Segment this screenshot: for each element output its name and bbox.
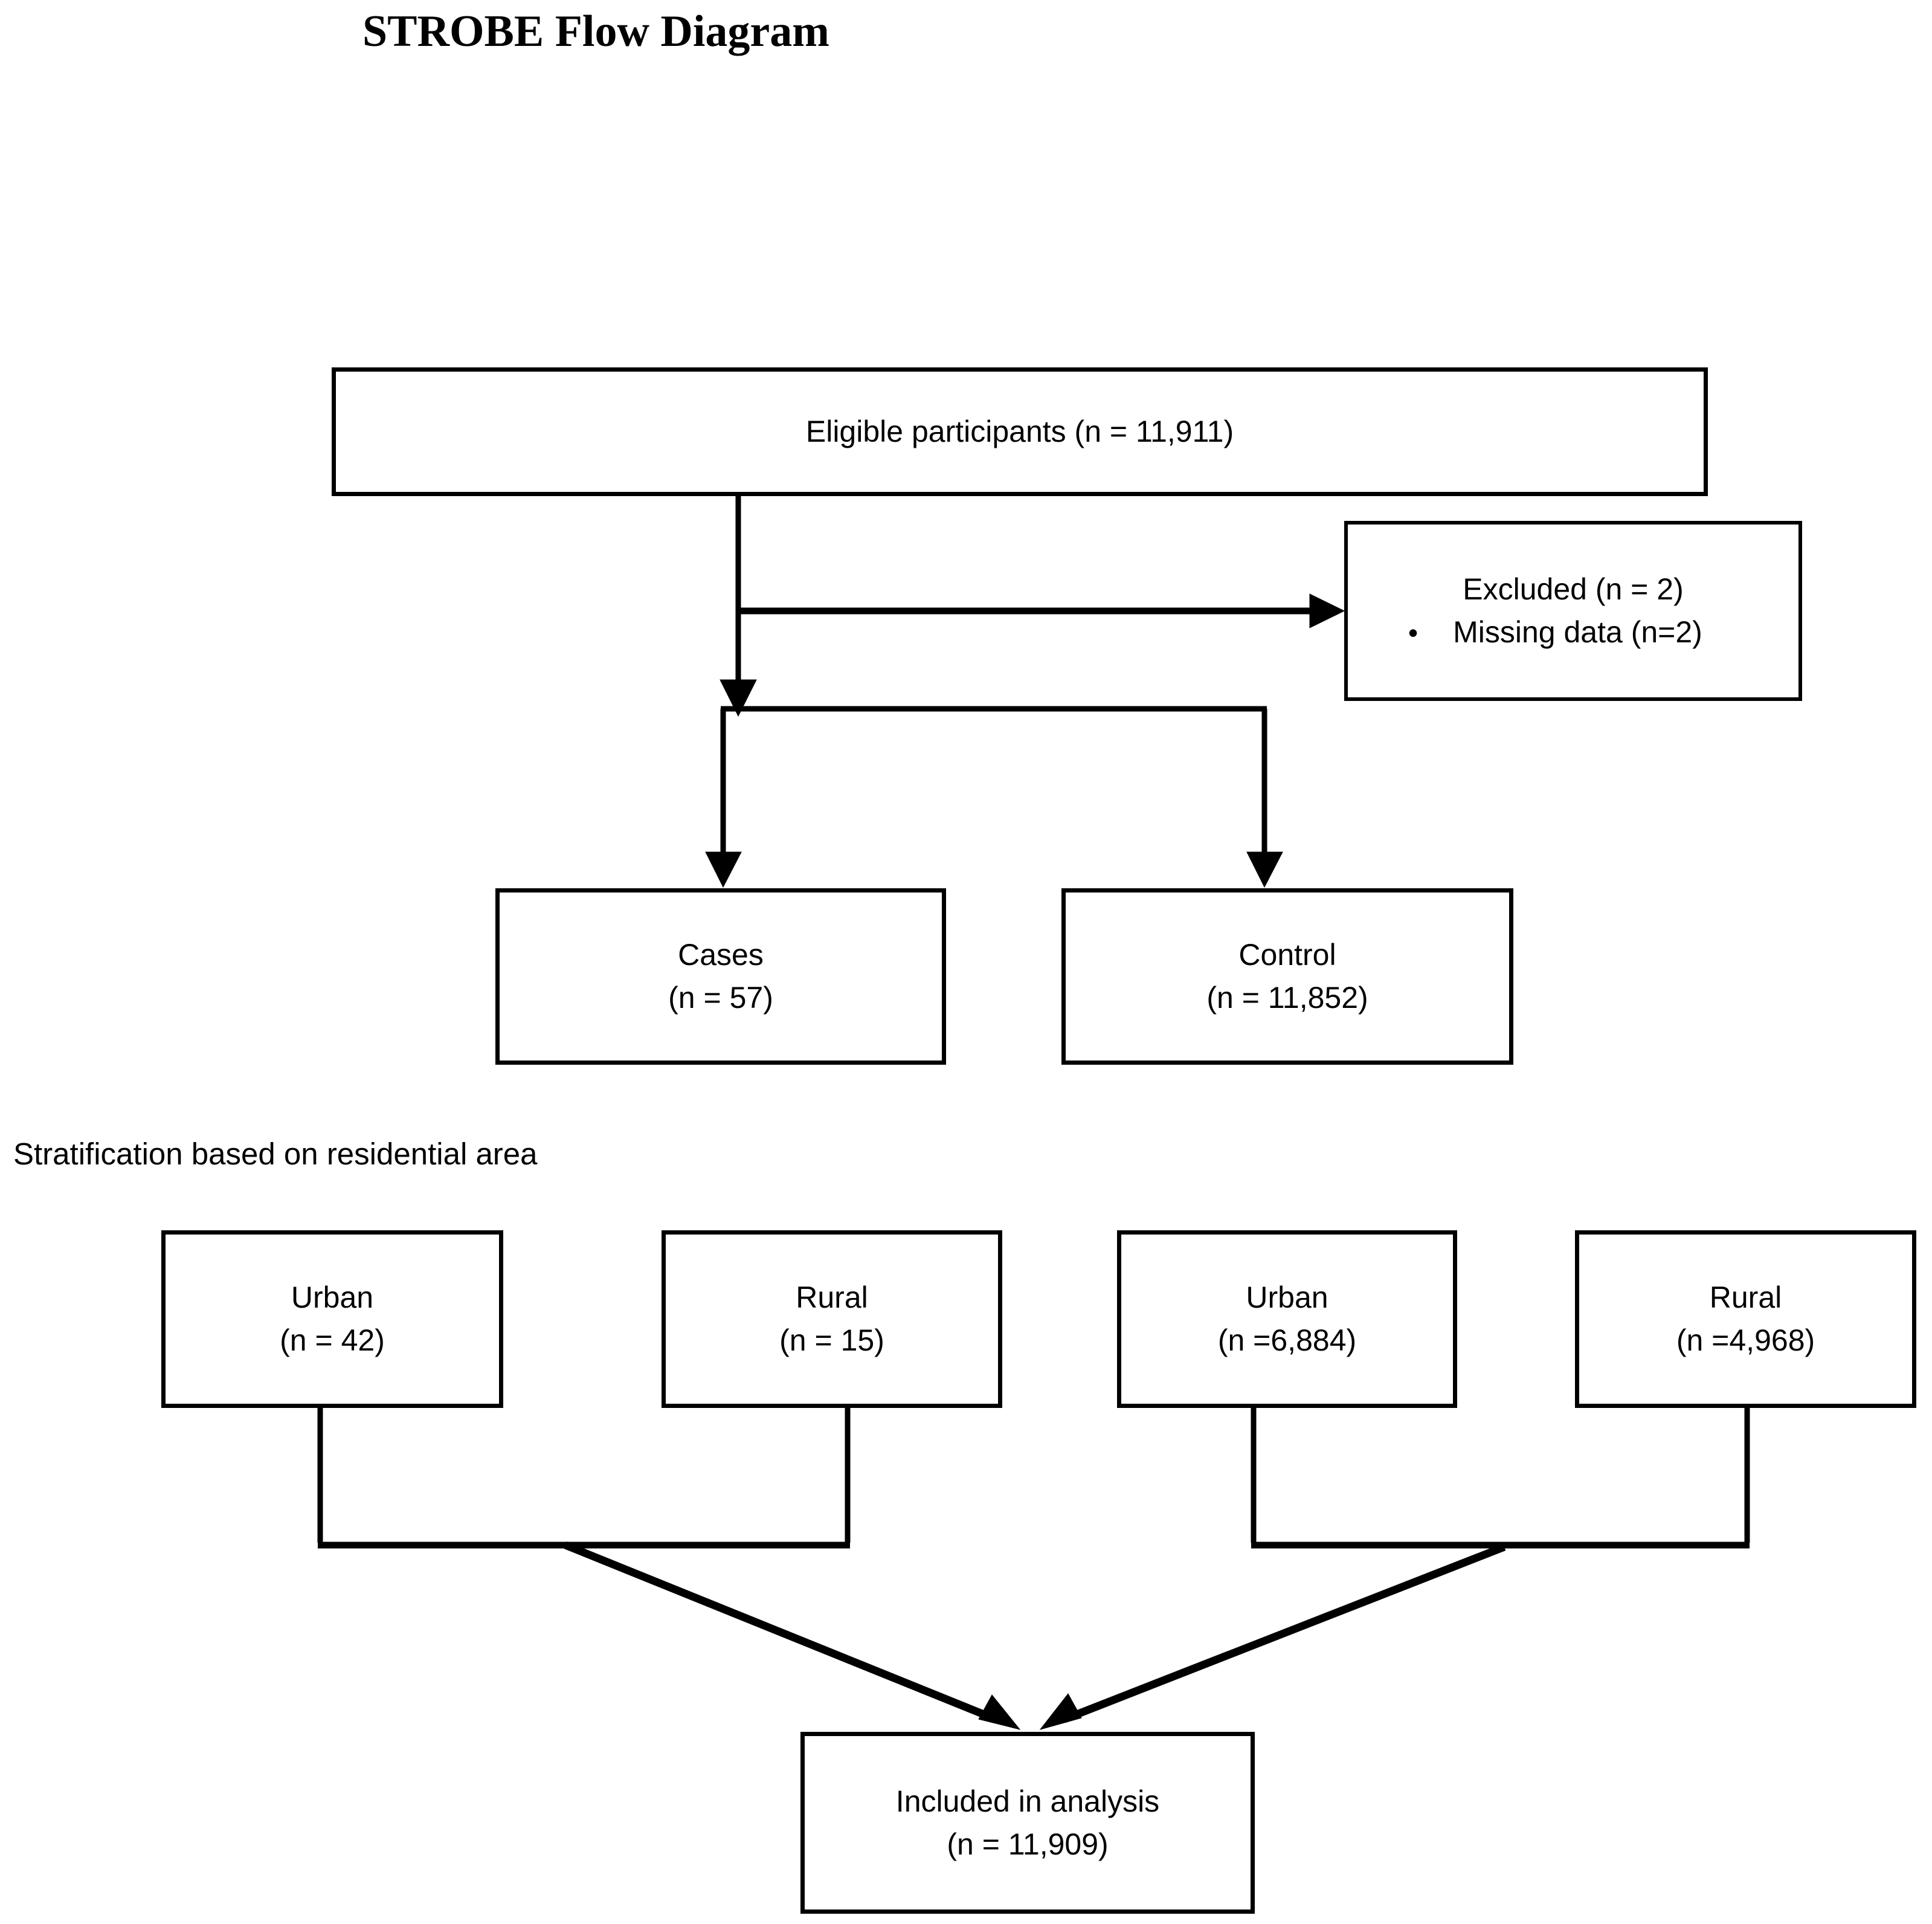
box-control-rural-line-2: (n =4,968) (1676, 1323, 1815, 1357)
box-control[interactable]: Control (n = 11,852) (1061, 888, 1513, 1065)
box-cases-urban-line-2: (n = 42) (280, 1323, 385, 1357)
box-eligible-line-1: Eligible participants (n = 11,911) (805, 415, 1234, 448)
box-control-urban-line-1: Urban (1246, 1280, 1328, 1314)
box-cases[interactable]: Cases (n = 57) (495, 888, 946, 1065)
arrowhead-control-to-included (1039, 1693, 1082, 1730)
arrowhead-control (1246, 851, 1283, 888)
box-control-rural[interactable]: Rural (n =4,968) (1575, 1230, 1916, 1408)
connector-control-to-included (1063, 1543, 1506, 1723)
arrowhead-trunk (720, 679, 757, 717)
box-control-line-1: Control (1238, 938, 1336, 972)
box-included-line-2: (n = 11,909) (947, 1827, 1109, 1861)
box-cases-rural-line-1: Rural (796, 1280, 868, 1314)
box-cases-line-2: (n = 57) (668, 981, 773, 1015)
box-excluded[interactable]: Excluded (n = 2) • Missing data (n=2) (1344, 521, 1802, 701)
box-control-urban-line-2: (n =6,884) (1217, 1323, 1357, 1357)
box-control-line-2: (n = 11,852) (1206, 981, 1368, 1015)
arrowhead-cases (705, 851, 742, 888)
box-cases-urban-line-1: Urban (291, 1280, 374, 1314)
box-control-rural-line-1: Rural (1709, 1280, 1782, 1314)
arrowhead-to-excluded (1309, 593, 1345, 628)
box-cases-rural[interactable]: Rural (n = 15) (662, 1230, 1002, 1408)
arrowhead-cases-to-included (978, 1694, 1021, 1730)
box-eligible-participants[interactable]: Eligible participants (n = 11,911) (332, 367, 1708, 496)
box-control-urban[interactable]: Urban (n =6,884) (1117, 1230, 1457, 1408)
box-excluded-bullet-row: • Missing data (n=2) (1348, 611, 1798, 654)
box-cases-rural-line-2: (n = 15) (779, 1323, 884, 1357)
bullet-icon: • (1408, 617, 1418, 648)
connector-cases-to-included (564, 1541, 997, 1723)
box-excluded-bullet-1: Missing data (n=2) (1453, 615, 1702, 649)
box-cases-urban[interactable]: Urban (n = 42) (161, 1230, 503, 1408)
box-included-in-analysis[interactable]: Included in analysis (n = 11,909) (800, 1732, 1255, 1914)
box-excluded-line-1: Excluded (n = 2) (1463, 572, 1684, 606)
box-included-line-1: Included in analysis (895, 1784, 1160, 1818)
stratification-label: Stratification based on residential area (13, 1137, 538, 1171)
page-title: STROBE Flow Diagram (362, 7, 829, 56)
box-cases-line-1: Cases (678, 938, 764, 972)
